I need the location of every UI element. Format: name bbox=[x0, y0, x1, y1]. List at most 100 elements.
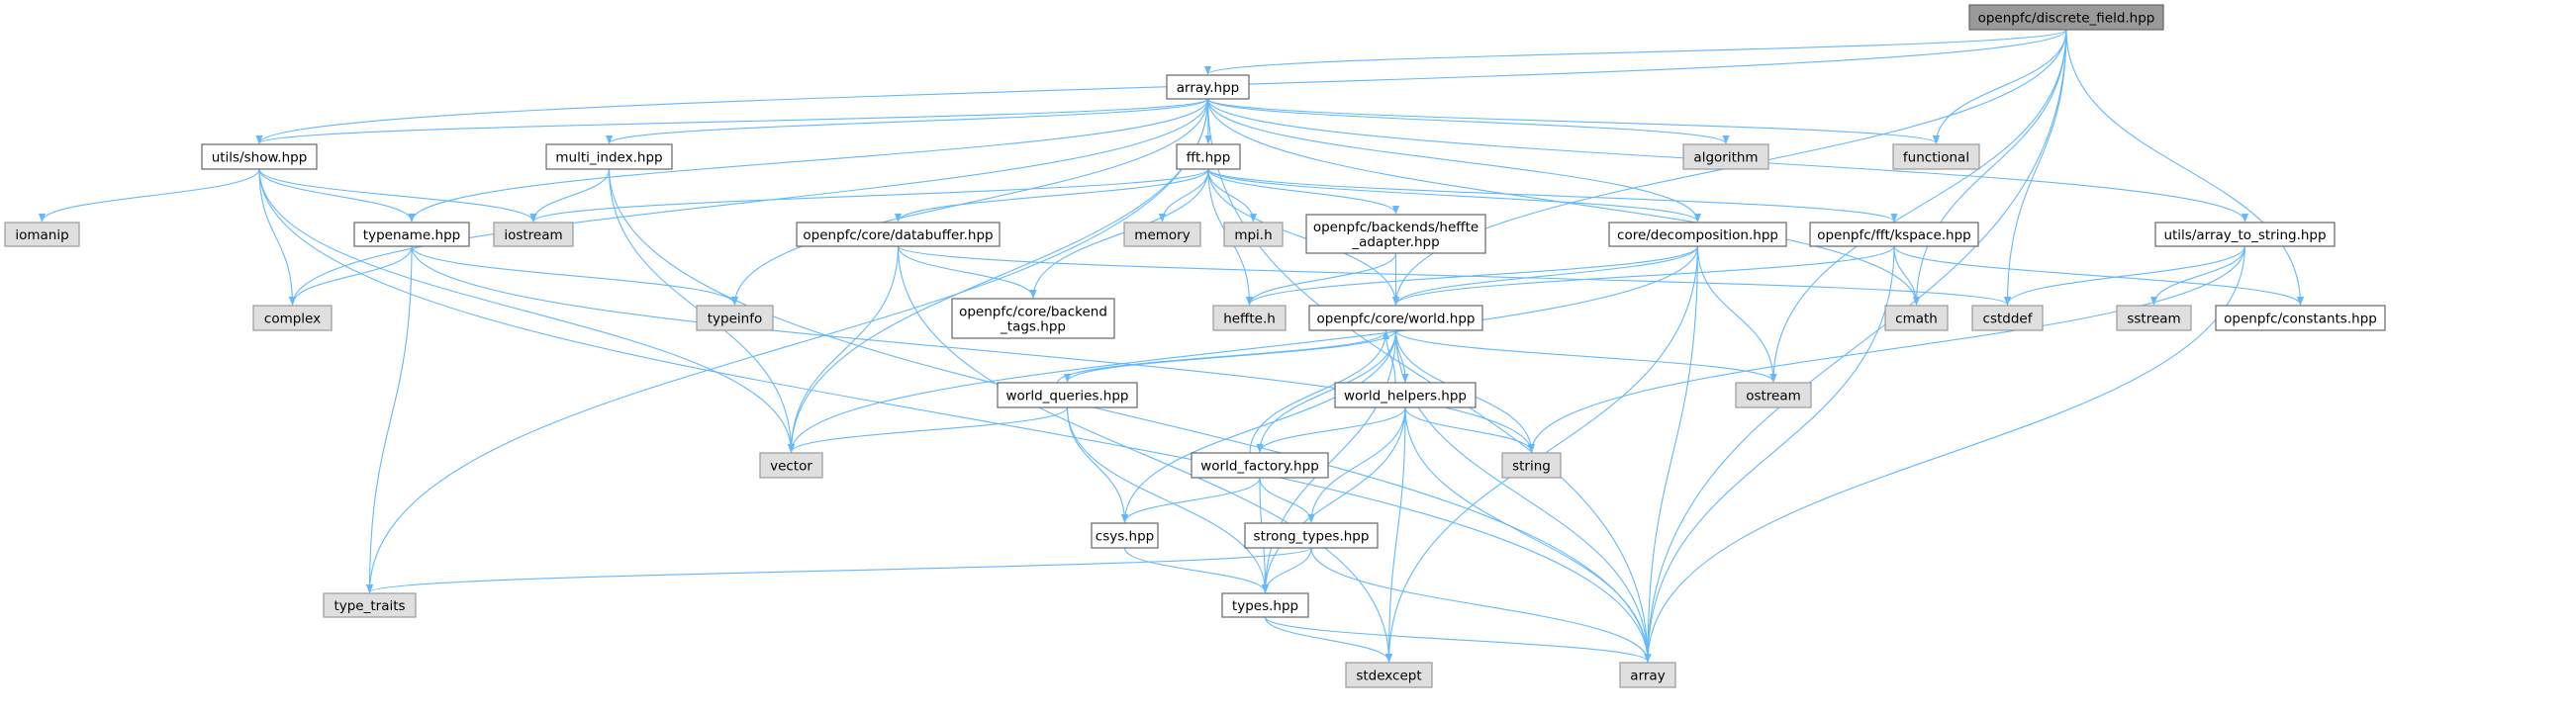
node-heffte[interactable]: heffte.h bbox=[1212, 305, 1287, 331]
edge-databuffer-to-tags bbox=[897, 245, 1037, 299]
node-helpers[interactable]: world_helpers.hpp bbox=[1334, 382, 1477, 408]
node-label: functional bbox=[1903, 150, 1969, 166]
node-show[interactable]: utils/show.hpp bbox=[201, 143, 318, 170]
node-box[interactable] bbox=[1968, 4, 2164, 31]
node-typeinfo[interactable]: typeinfo bbox=[696, 305, 774, 331]
node-box[interactable] bbox=[1305, 214, 1486, 254]
node-box[interactable] bbox=[323, 592, 417, 618]
edge-array_hpp-to-typeinfo bbox=[730, 98, 1209, 306]
edge-show-to-array bbox=[258, 168, 1652, 663]
node-algorithm[interactable]: algorithm bbox=[1682, 143, 1769, 170]
node-box[interactable] bbox=[1212, 305, 1287, 331]
node-box[interactable] bbox=[353, 222, 470, 247]
node-tags[interactable]: openpfc/core/backend_tags.hpp bbox=[951, 298, 1115, 339]
node-databuffer[interactable]: openpfc/core/databuffer.hpp bbox=[796, 222, 1001, 247]
node-type-traits[interactable]: type_traits bbox=[323, 592, 417, 618]
node-mpih[interactable]: mpi.h bbox=[1223, 222, 1284, 247]
node-array[interactable]: array bbox=[1619, 662, 1676, 688]
edge-kspace-to-constants bbox=[1893, 245, 2304, 306]
node-iomanip[interactable]: iomanip bbox=[4, 222, 80, 247]
node-box[interactable] bbox=[1123, 222, 1201, 247]
node-kspace[interactable]: openpfc/fft/kspace.hpp bbox=[1809, 222, 1979, 247]
node-factory[interactable]: world_factory.hpp bbox=[1191, 452, 1329, 479]
node-box[interactable] bbox=[1809, 222, 1979, 247]
edge-fft-to-tags bbox=[1029, 168, 1209, 299]
edge-root-to-array_hpp bbox=[1204, 29, 2067, 75]
node-decomp[interactable]: core/decomposition.hpp bbox=[1608, 222, 1787, 247]
node-box[interactable] bbox=[201, 143, 318, 170]
node-box[interactable] bbox=[1334, 382, 1477, 408]
node-box[interactable] bbox=[1091, 522, 1159, 549]
node-a2s[interactable]: utils/array_to_string.hpp bbox=[2154, 222, 2336, 247]
node-root[interactable]: openpfc/discrete_field.hpp bbox=[1968, 4, 2164, 31]
node-complex[interactable]: complex bbox=[252, 305, 333, 331]
node-string[interactable]: string bbox=[1501, 452, 1562, 479]
node-box[interactable] bbox=[1682, 143, 1769, 170]
node-label: world_helpers.hpp bbox=[1344, 389, 1467, 404]
edge-factory-to-world bbox=[1249, 330, 1390, 454]
node-queries[interactable]: world_queries.hpp bbox=[997, 382, 1138, 408]
node-box[interactable] bbox=[2215, 305, 2386, 331]
node-strong[interactable]: strong_types.hpp bbox=[1244, 522, 1379, 549]
node-stdexcept[interactable]: stdexcept bbox=[1345, 662, 1433, 688]
node-box[interactable] bbox=[1345, 662, 1433, 688]
node-box[interactable] bbox=[951, 298, 1115, 339]
node-box[interactable] bbox=[1501, 452, 1562, 479]
node-adapter[interactable]: openpfc/backends/heffte_adapter.hpp bbox=[1305, 214, 1486, 254]
node-csys[interactable]: csys.hpp bbox=[1091, 522, 1159, 549]
node-box[interactable] bbox=[545, 143, 673, 170]
node-box[interactable] bbox=[1176, 143, 1241, 170]
node-typename[interactable]: typename.hpp bbox=[353, 222, 470, 247]
node-box[interactable] bbox=[2154, 222, 2336, 247]
node-array-hpp[interactable]: array.hpp bbox=[1166, 74, 1250, 100]
node-box[interactable] bbox=[1619, 662, 1676, 688]
node-box[interactable] bbox=[1971, 305, 2044, 331]
edge-show-to-complex bbox=[258, 168, 297, 306]
node-box[interactable] bbox=[997, 382, 1138, 408]
node-box[interactable] bbox=[493, 222, 574, 247]
node-cstddef[interactable]: cstddef bbox=[1971, 305, 2044, 331]
node-box[interactable] bbox=[252, 305, 333, 331]
node-types[interactable]: types.hpp bbox=[1221, 592, 1309, 618]
node-sstream[interactable]: sstream bbox=[2116, 305, 2192, 331]
node-memory[interactable]: memory bbox=[1123, 222, 1201, 247]
node-ostream[interactable]: ostream bbox=[1735, 382, 1812, 408]
node-box[interactable] bbox=[1223, 222, 1284, 247]
node-box[interactable] bbox=[1191, 452, 1329, 479]
node-multi[interactable]: multi_index.hpp bbox=[545, 143, 673, 170]
node-constants[interactable]: openpfc/constants.hpp bbox=[2215, 305, 2386, 331]
node-iostream[interactable]: iostream bbox=[493, 222, 574, 247]
node-vector[interactable]: vector bbox=[759, 452, 823, 479]
node-box[interactable] bbox=[1608, 222, 1787, 247]
node-box[interactable] bbox=[4, 222, 80, 247]
edge-a2s-to-cstddef bbox=[2003, 245, 2246, 306]
node-box[interactable] bbox=[2116, 305, 2192, 331]
edge-fft-to-memory bbox=[1158, 168, 1209, 223]
node-box[interactable] bbox=[1884, 305, 1949, 331]
node-box[interactable] bbox=[1244, 522, 1379, 549]
node-box[interactable] bbox=[759, 452, 823, 479]
node-label: openpfc/core/databuffer.hpp bbox=[803, 227, 993, 243]
node-label: openpfc/constants.hpp bbox=[2224, 312, 2377, 327]
node-label: typename.hpp bbox=[363, 227, 460, 243]
node-label: memory bbox=[1134, 227, 1190, 243]
node-label: _adapter.hpp bbox=[1351, 234, 1439, 250]
edge-array_hpp-to-show bbox=[255, 98, 1209, 144]
edge-strong-to-types bbox=[1261, 547, 1312, 593]
node-world[interactable]: openpfc/core/world.hpp bbox=[1308, 305, 1483, 331]
edge-root-to-show bbox=[255, 29, 2067, 144]
node-fft[interactable]: fft.hpp bbox=[1176, 143, 1241, 170]
node-box[interactable] bbox=[1166, 74, 1250, 100]
node-label: csys.hpp bbox=[1096, 529, 1154, 545]
node-box[interactable] bbox=[1892, 143, 1980, 170]
node-box[interactable] bbox=[1735, 382, 1812, 408]
node-box[interactable] bbox=[1308, 305, 1483, 331]
edge-databuffer-to-cstddef bbox=[897, 245, 2011, 306]
node-box[interactable] bbox=[1221, 592, 1309, 618]
node-cmath[interactable]: cmath bbox=[1884, 305, 1949, 331]
edge-fft-to-kspace bbox=[1207, 168, 1898, 223]
node-box[interactable] bbox=[696, 305, 774, 331]
edge-multi-to-iostream bbox=[529, 168, 611, 223]
node-box[interactable] bbox=[796, 222, 1001, 247]
node-functional[interactable]: functional bbox=[1892, 143, 1980, 170]
